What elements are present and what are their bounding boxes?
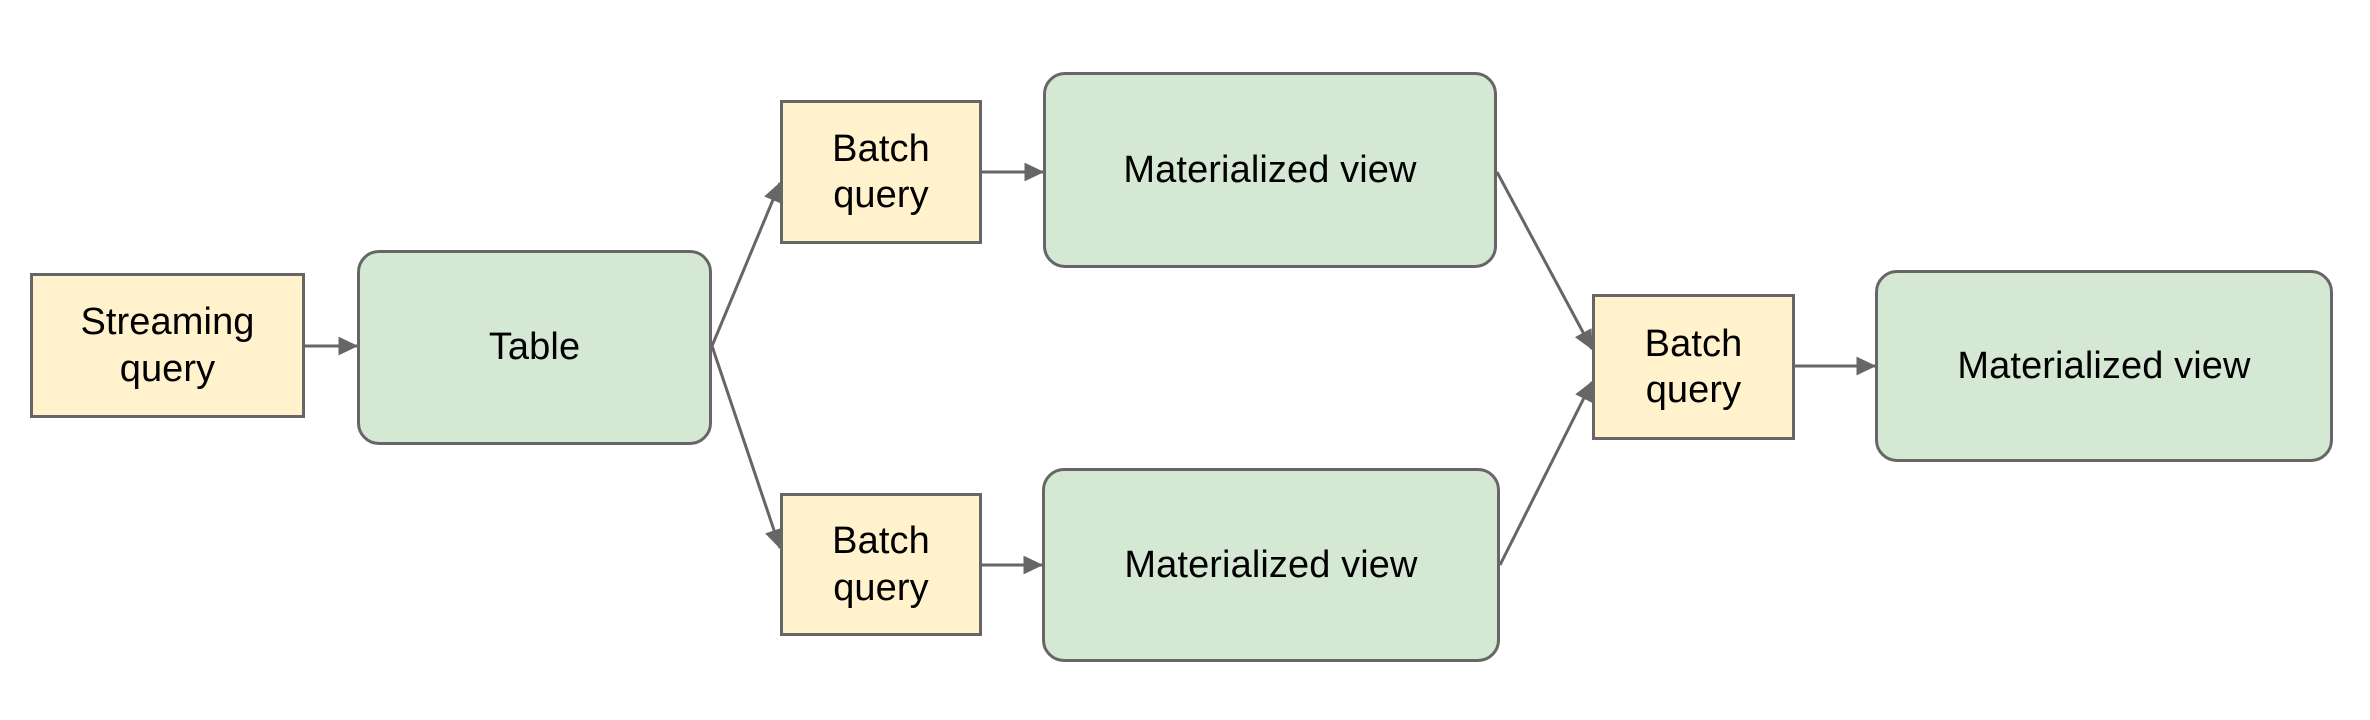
node-batch-query-bottom[interactable]: Batch query — [780, 493, 982, 636]
node-streaming-query[interactable]: Streaming query — [30, 273, 305, 418]
edge-materialized-view-bottom-to-batch-query-right — [1498, 380, 1594, 566]
edge-table-to-batch-query-bottom — [710, 345, 784, 550]
node-label-materialized-view-top: Materialized view — [1123, 148, 1417, 191]
edge-materialized-view-top-to-batch-query-right — [1495, 171, 1594, 351]
node-label-batch-query-top: Batch query — [832, 127, 930, 216]
node-label-streaming-query: Streaming query — [80, 301, 255, 390]
node-label-batch-query-bottom: Batch query — [832, 520, 930, 609]
node-label-materialized-view-bottom: Materialized view — [1124, 543, 1418, 586]
node-materialized-view-bottom[interactable]: Materialized view — [1042, 468, 1500, 662]
node-label-table: Table — [488, 326, 581, 369]
node-label-batch-query-right: Batch query — [1644, 322, 1743, 411]
node-batch-query-right[interactable]: Batch query — [1592, 294, 1795, 440]
node-table[interactable]: Table — [357, 250, 712, 445]
node-materialized-view-right[interactable]: Materialized view — [1875, 270, 2333, 462]
node-label-materialized-view-right: Materialized view — [1957, 344, 2251, 387]
node-materialized-view-top[interactable]: Materialized view — [1043, 72, 1497, 268]
edge-table-to-batch-query-top — [710, 181, 782, 347]
node-batch-query-top[interactable]: Batch query — [780, 100, 982, 244]
